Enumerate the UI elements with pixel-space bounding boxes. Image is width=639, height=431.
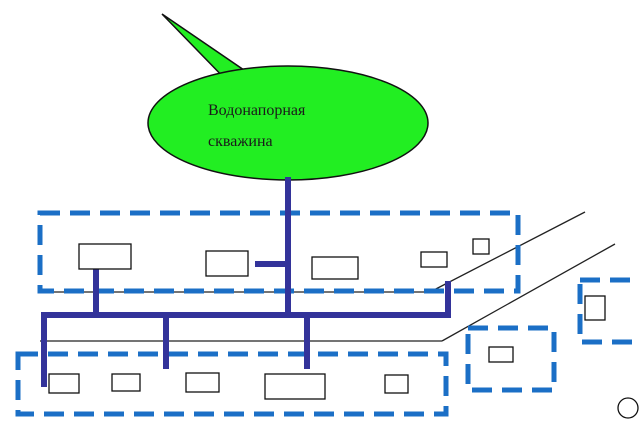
road-line-upper-diagonal bbox=[429, 211, 586, 293]
building bbox=[205, 250, 249, 277]
building bbox=[185, 372, 220, 393]
building bbox=[420, 251, 448, 268]
marker-circle bbox=[617, 397, 639, 419]
residential-zones bbox=[15, 210, 639, 417]
building bbox=[488, 346, 514, 363]
road-line-lower-diagonal bbox=[441, 243, 616, 342]
zone-lower bbox=[15, 351, 449, 417]
building bbox=[311, 256, 359, 280]
bubble-label-line1: Водонапорная bbox=[208, 102, 306, 119]
bubble-label-line2: скважина bbox=[208, 133, 273, 150]
water-pipes bbox=[41, 177, 451, 387]
zone-upper bbox=[37, 210, 521, 294]
zone-far-right bbox=[577, 277, 639, 345]
building bbox=[111, 373, 141, 392]
building bbox=[472, 238, 490, 255]
buildings bbox=[48, 238, 606, 400]
building bbox=[264, 373, 326, 400]
building bbox=[584, 295, 606, 321]
water-well-bubble bbox=[147, 65, 429, 181]
building bbox=[48, 373, 80, 394]
zone-right-small bbox=[465, 325, 557, 393]
building bbox=[78, 243, 132, 270]
water-well-callout: Водонапорная скважина bbox=[147, 13, 429, 181]
building bbox=[384, 374, 409, 394]
